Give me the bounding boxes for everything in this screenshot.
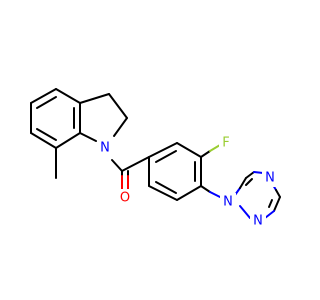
- bond: [245, 171, 255, 179]
- bond: [113, 117, 128, 137]
- triazole-ring: [234, 171, 281, 219]
- bond: [148, 185, 178, 201]
- carbonyl-oxygen-label: O: [120, 191, 130, 206]
- double-bond-inner: [36, 96, 57, 109]
- bond: [55, 88, 81, 104]
- bond: [30, 88, 57, 104]
- triazole-n2-label: N: [265, 171, 275, 186]
- indoline-five-ring: [79, 93, 128, 142]
- n-carbonyl-bond: [111, 159, 123, 172]
- bond: [200, 185, 211, 193]
- double-bond-inner: [155, 181, 177, 194]
- double-bond-inner: [268, 199, 273, 208]
- c-f-bond: [209, 144, 221, 152]
- bond: [264, 210, 275, 219]
- bond: [253, 171, 264, 174]
- indoline-nitrogen-label: N: [100, 141, 110, 156]
- bond: [239, 177, 247, 189]
- c-n-bond: [209, 191, 221, 198]
- bond: [275, 189, 281, 198]
- double-bond-inner: [36, 128, 57, 141]
- bond: [273, 196, 281, 212]
- bond: [239, 205, 251, 219]
- bond: [148, 142, 178, 158]
- double-bond-inner: [155, 150, 177, 163]
- triazole-n4-label: N: [253, 214, 263, 229]
- double-bond-inner: [245, 178, 253, 186]
- triazole-n1-label: N: [223, 195, 233, 210]
- bond: [79, 93, 110, 104]
- atom-labels: N O F N N N: [97, 134, 278, 230]
- bond: [108, 93, 128, 119]
- molecule-structure: N O F N N N: [30, 88, 281, 230]
- fluorine-label: F: [222, 136, 229, 151]
- fluorophenyl-ring: [148, 142, 202, 201]
- bond: [55, 132, 81, 149]
- bond: [79, 132, 97, 142]
- carbonyl-phenyl-bond: [121, 156, 150, 172]
- indoline-benzene-ring: [30, 88, 81, 149]
- bond: [176, 142, 202, 158]
- carbonyl-group: [121, 170, 129, 192]
- bond: [176, 185, 202, 201]
- bond: [30, 132, 57, 149]
- bond: [200, 150, 211, 158]
